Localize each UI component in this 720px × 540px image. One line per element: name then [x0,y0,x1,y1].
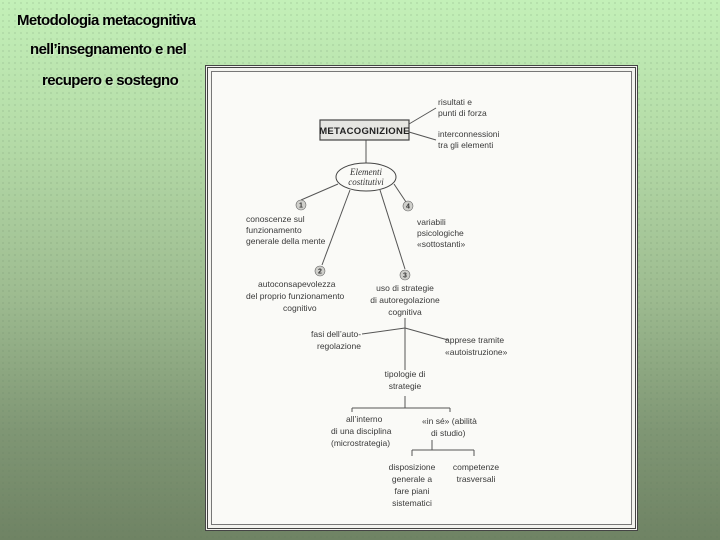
phases-line-1: fasi dell’auto- [311,329,361,339]
root-label: METACOGNIZIONE [319,126,410,137]
micro-line-3: (microstrategia) [331,438,390,448]
root-note-1-line-1: risultati e [438,97,472,107]
phases-line-2: regolazione [317,341,361,351]
root-to-note1-line [408,107,437,125]
element-4-number: 4 [406,204,410,211]
element-1-number: 1 [299,203,303,210]
plans-line-2: generale a [392,474,432,484]
slide-title-line-3: recupero e sostegno [42,72,179,89]
transversal-line-2: trasversali [457,474,496,484]
slide-title-line-1: Metodologia metacognitiva [17,12,196,29]
root-box [319,119,410,141]
hub-to-el3-line [379,189,406,270]
element-1-line-2: funzionamento [246,225,302,235]
root-note-1-line-2: punti di forza [438,108,487,118]
diagram-page: METACOGNIZIONE risultati e punti di forz… [211,71,632,525]
element-4-badge [402,200,414,212]
element-3-line-1: uso di strategie [376,283,434,293]
plans-line-4: sistematici [392,498,432,508]
hub-line-1: Elementi [349,167,382,177]
hub-to-el2-line [321,189,351,266]
transversal-line-1: competenze [453,462,500,472]
types-line-1: tipologie di [385,369,426,379]
element-3-number: 3 [403,273,407,280]
element-2-badge [314,265,326,277]
slide-title-line-2: nell’insegnamento e nel [30,41,187,58]
root-note-2-line-1: interconnessioni [438,129,500,139]
hub-ellipse [335,162,397,192]
element-1-badge [295,199,307,211]
el3-to-phases-line [361,327,406,335]
hub-to-el1-line [300,183,339,201]
plans-line-3: fare piani [395,486,430,496]
element-3-line-2: di autoregolazione [370,295,440,305]
diagram-frame: METACOGNIZIONE risultati e punti di forz… [205,65,638,531]
element-4-line-2: psicologiche [417,228,464,238]
element-3-line-3: cognitiva [388,307,422,317]
hub-to-el4-line [393,183,407,203]
plans-line-1: disposizione [389,462,436,472]
element-2-line-3: cognitivo [283,303,317,313]
types-line-2: strategie [389,381,422,391]
element-1-line-1: conoscenze sul [246,214,305,224]
element-4-line-3: «sottostanti» [417,239,465,249]
root-note-2-line-2: tra gli elementi [438,140,493,150]
concept-map: METACOGNIZIONE risultati e punti di forz… [246,97,508,508]
hub-line-2: costitutivi [348,177,384,187]
study-line-2: di studio) [431,428,466,438]
autoistruzione-line-1: apprese tramite [445,335,504,345]
connector-lines [300,107,475,456]
element-1-line-3: generale della mente [246,236,326,246]
root-to-note2-line [408,131,437,141]
element-3-badge [399,269,411,281]
micro-line-1: all’interno [346,414,383,424]
element-2-number: 2 [318,269,322,276]
element-2-line-1: autoconsapevolezza [258,279,336,289]
autoistruzione-line-2: «autoistruzione» [445,347,508,357]
element-4-line-1: variabili [417,217,446,227]
study-line-1: «in sé» (abilità [422,416,477,426]
element-2-line-2: del proprio funzionamento [246,291,345,301]
micro-line-2: di una disciplina [331,426,392,436]
el3-to-autoistr-line [404,327,449,341]
